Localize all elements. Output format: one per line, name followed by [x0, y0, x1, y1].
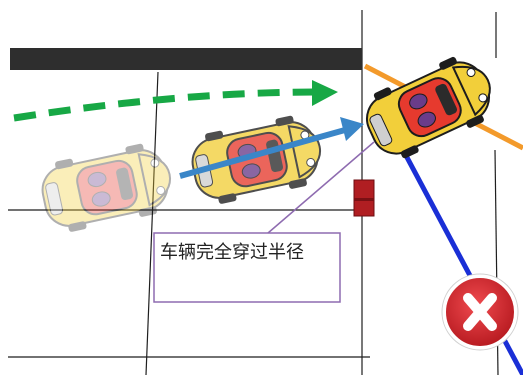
car-ghost-1: [35, 138, 179, 238]
car-ghost-2: [185, 110, 329, 210]
dashed-direction-arrow: [13, 88, 319, 122]
callout-box: [153, 232, 341, 303]
dashed-arrow-head: [312, 80, 338, 106]
path-arrow: [179, 127, 346, 179]
path-arrow-head: [340, 117, 364, 141]
grid-lines: [8, 10, 499, 375]
callout-leader-line: [267, 141, 375, 234]
x-mark-icon: [441, 273, 519, 351]
wall-bar: [10, 48, 362, 70]
callout-text: 车辆完全穿过半径: [160, 242, 304, 263]
car-icon: [355, 46, 505, 168]
